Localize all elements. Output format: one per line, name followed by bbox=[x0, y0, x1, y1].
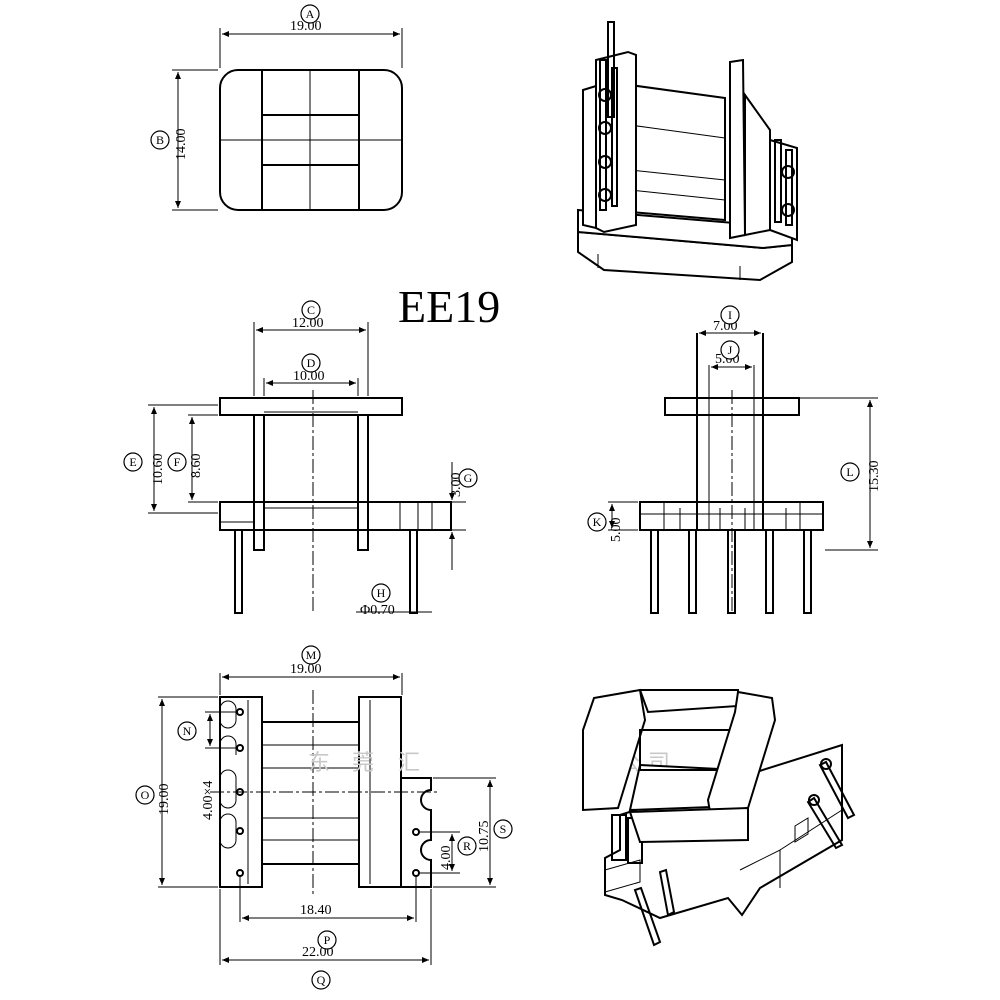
svg-text:汇: 汇 bbox=[398, 751, 420, 776]
svg-text:H: H bbox=[377, 586, 386, 600]
dim-S-value: 10.75 bbox=[477, 821, 492, 853]
callout-B: B bbox=[150, 130, 170, 150]
callout-P: P bbox=[317, 930, 337, 950]
svg-text:O: O bbox=[141, 788, 150, 802]
dim-M-value: 19.00 bbox=[290, 662, 322, 677]
svg-text:F: F bbox=[174, 455, 181, 469]
dim-E-value: 10.60 bbox=[151, 454, 166, 486]
isometric-view-top bbox=[577, 21, 798, 282]
drawing-title: EE19 bbox=[398, 281, 500, 332]
callout-A: A bbox=[300, 4, 320, 24]
callout-G: G bbox=[458, 468, 478, 488]
dim-C-value: 12.00 bbox=[292, 316, 324, 331]
callout-L: L bbox=[840, 462, 860, 482]
dim-P-value: 18.40 bbox=[300, 903, 332, 918]
dim-K-value: 5.00 bbox=[609, 518, 624, 543]
dim-B-value: 14.00 bbox=[174, 129, 189, 161]
callout-H: H bbox=[371, 583, 391, 603]
isometric-view-bottom bbox=[582, 688, 856, 947]
callout-R: R bbox=[457, 836, 477, 856]
callout-N: N bbox=[177, 721, 197, 741]
dim-H-value: Φ0.70 bbox=[360, 603, 395, 618]
svg-text:P: P bbox=[324, 933, 331, 947]
svg-text:莞: 莞 bbox=[352, 751, 374, 776]
svg-text:C: C bbox=[307, 303, 315, 317]
callout-K: K bbox=[587, 512, 607, 532]
svg-text:A: A bbox=[306, 7, 315, 21]
callout-S: S bbox=[493, 819, 513, 839]
svg-text:I: I bbox=[728, 308, 732, 322]
callout-E: E bbox=[123, 452, 143, 472]
dim-D-value: 10.00 bbox=[293, 369, 325, 384]
svg-text:M: M bbox=[306, 648, 317, 662]
svg-text:N: N bbox=[183, 724, 192, 738]
callout-Q: Q bbox=[311, 970, 331, 990]
svg-text:J: J bbox=[728, 343, 733, 357]
dim-F-value: 8.60 bbox=[189, 454, 204, 479]
side-elevation-view: 7.00 5.00 5.00 15.30 bbox=[608, 319, 882, 614]
callout-F: F bbox=[167, 452, 187, 472]
svg-text:R: R bbox=[463, 839, 471, 853]
svg-text:K: K bbox=[593, 515, 602, 529]
svg-text:E: E bbox=[129, 455, 136, 469]
front-elevation-view: 12.00 10.00 10.60 8.60 3.00 Φ0.70 bbox=[148, 316, 466, 618]
top-view: 19.00 14.00 bbox=[172, 19, 403, 211]
svg-text:L: L bbox=[846, 465, 853, 479]
svg-text:B: B bbox=[156, 133, 164, 147]
dim-L-value: 15.30 bbox=[867, 461, 882, 493]
svg-text:G: G bbox=[464, 471, 473, 485]
callout-O: O bbox=[135, 785, 155, 805]
callout-C: C bbox=[301, 300, 321, 320]
svg-text:S: S bbox=[500, 822, 507, 836]
svg-text:Q: Q bbox=[317, 973, 326, 987]
callout-J: J bbox=[720, 340, 740, 360]
callout-D: D bbox=[301, 353, 321, 373]
bottom-view: 19.00 4.00×4 19.00 18.40 22.00 4.00 10.7… bbox=[157, 662, 496, 965]
dim-R-value: 4.00 bbox=[439, 846, 454, 871]
svg-text:D: D bbox=[307, 356, 316, 370]
dim-O-value: 19.00 bbox=[157, 784, 172, 816]
dim-N-value: 4.00×4 bbox=[201, 781, 216, 820]
svg-text:东: 东 bbox=[308, 751, 330, 776]
callout-I: I bbox=[720, 305, 740, 325]
callout-M: M bbox=[301, 645, 321, 665]
